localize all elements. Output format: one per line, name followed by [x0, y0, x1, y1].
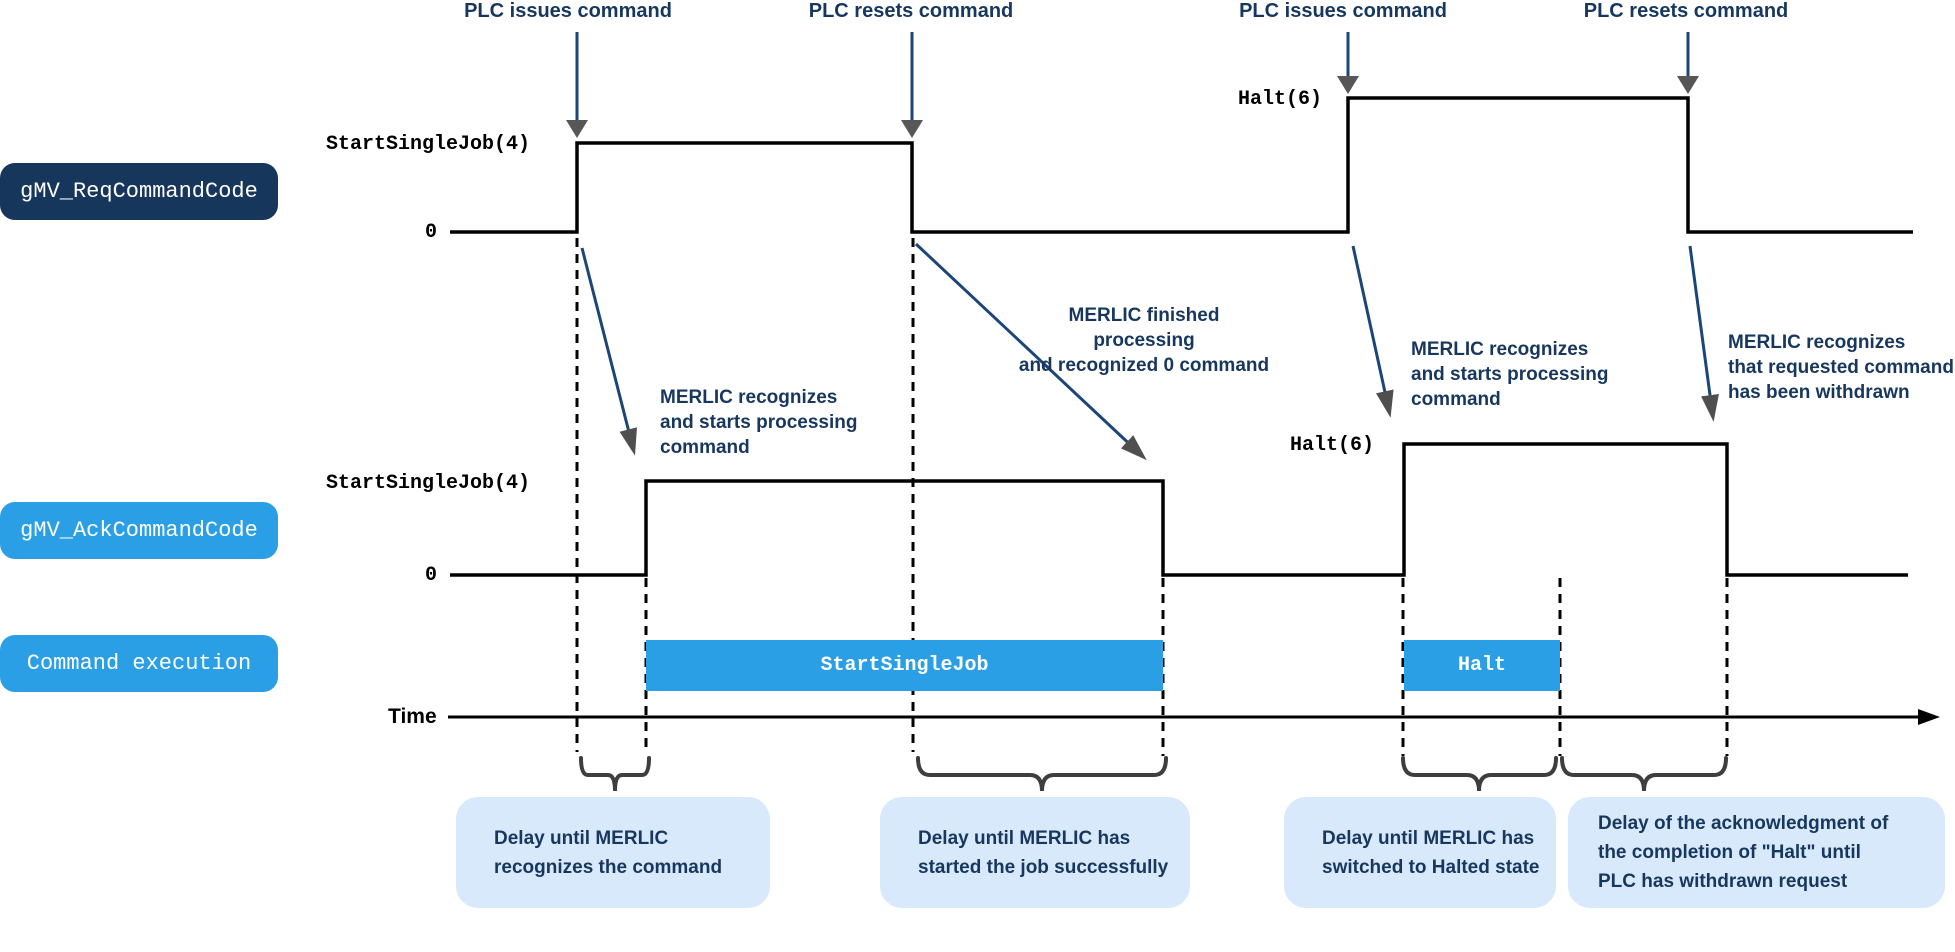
annotation-merlic-finished: MERLIC finished processing and recognize… [1018, 305, 1270, 376]
merlic-recognizes-arrow-2 [1351, 245, 1394, 418]
brace-delay-4 [1560, 756, 1728, 792]
req-high-level-label: StartSingleJob(4) [325, 133, 530, 156]
ack-zero-level-label: 0 [424, 564, 437, 587]
row-pill-req-command-code: gMV_ReqCommandCode [0, 163, 278, 220]
merlic-withdrawn-arrow [1688, 245, 1719, 422]
req-zero-level-label: 0 [424, 221, 437, 244]
req-command-signal-trace [450, 96, 1913, 234]
execution-bar-start-single-job-label: StartSingleJob [820, 654, 989, 677]
callout-delay-job-started: Delay until MERLIC has started the job s… [880, 797, 1190, 908]
req-halt-level-label: Halt(6) [1238, 88, 1323, 111]
brace-delay-2 [916, 756, 1168, 792]
annotation-merlic-recognizes-2: MERLIC recognizes and starts processing … [1411, 339, 1609, 410]
merlic-recognizes-arrow-1 [580, 247, 638, 456]
annotation-merlic-withdrawn: MERLIC recognizes that requested command… [1728, 332, 1954, 403]
brace-delay-1 [579, 756, 651, 792]
callout-delay-halt-acknowledgment: Delay of the acknowledgment of the compl… [1568, 797, 1945, 908]
plc-event-arrows [566, 32, 1699, 138]
row-pill-ack-label: gMV_AckCommandCode [20, 518, 258, 543]
plc-issues-command-label-2: PLC issues command [1239, 0, 1447, 22]
callout-delay-recognize-command: Delay until MERLIC recognizes the comman… [456, 797, 770, 908]
plc-resets-command-label-2: PLC resets command [1583, 0, 1789, 22]
execution-bar-halt-label: Halt [1457, 654, 1506, 677]
execution-bar-halt: Halt [1404, 640, 1560, 691]
callout-delay-halted-state: Delay until MERLIC has switched to Halte… [1284, 797, 1556, 908]
execution-bar-start-single-job: StartSingleJob [646, 640, 1163, 691]
ack-command-signal-trace [450, 442, 1908, 577]
row-pill-req-label: gMV_ReqCommandCode [20, 179, 258, 204]
plc-resets-arrow-2-head [1677, 76, 1699, 94]
time-axis-arrowhead [1918, 709, 1940, 725]
dashed-projection-lines [575, 238, 1729, 756]
brace-delay-3 [1401, 756, 1558, 792]
ack-high-level-label: StartSingleJob(4) [325, 472, 530, 495]
plc-resets-command-label-1: PLC resets command [808, 0, 1014, 22]
plc-resets-arrow-1-head [901, 120, 923, 138]
row-pill-execution-label: Command execution [26, 651, 252, 676]
row-pill-ack-command-code: gMV_AckCommandCode [0, 502, 278, 559]
merlic-response-arrows [580, 242, 1719, 461]
plc-issues-arrow-1-head [566, 120, 588, 138]
merlic-finished-arrow [914, 242, 1147, 461]
row-pill-command-execution: Command execution [0, 635, 278, 692]
delay-braces [579, 756, 1728, 792]
plc-issues-command-label-1: PLC issues command [464, 0, 672, 22]
plc-issues-arrow-2-head [1337, 76, 1359, 94]
ack-halt-level-label: Halt(6) [1290, 434, 1375, 457]
time-axis-label: Time [388, 705, 437, 728]
annotation-merlic-recognizes-1: MERLIC recognizes and starts processing … [660, 387, 858, 458]
